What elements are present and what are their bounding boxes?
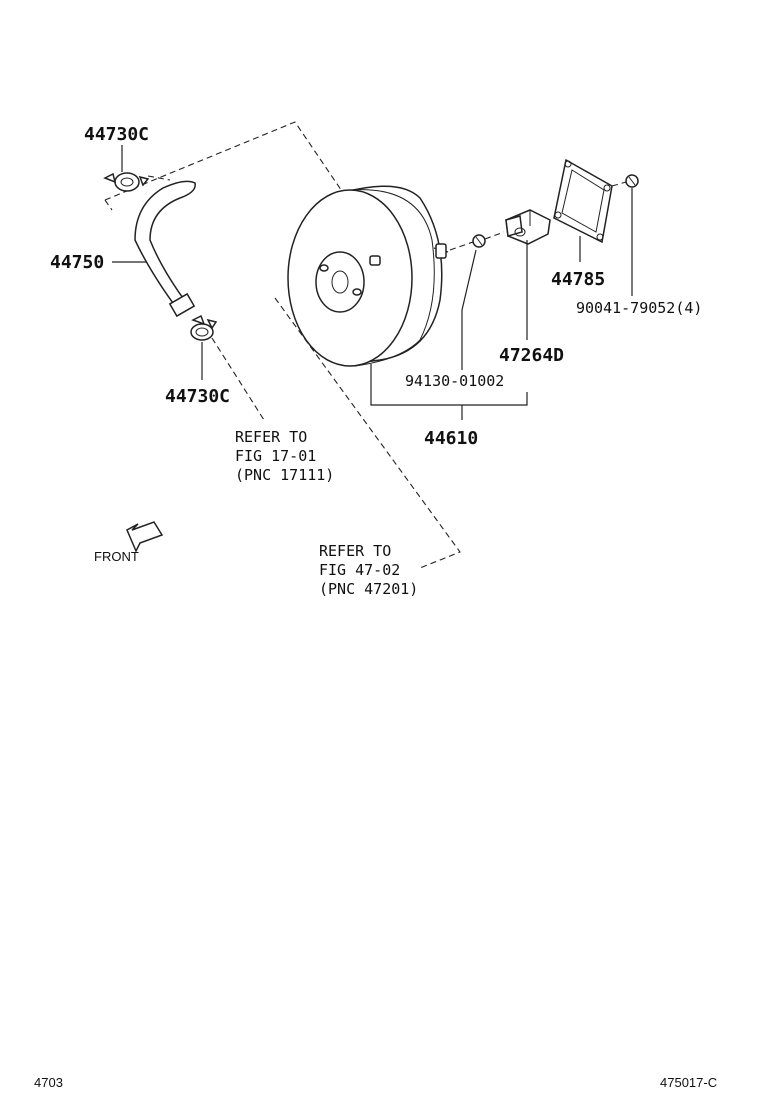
svg-text:REFER TO: REFER TO [235,428,307,446]
brake-booster [287,185,449,367]
svg-text:FIG 17-01: FIG 17-01 [235,447,316,465]
label-94130-01002: 94130-01002 [405,372,504,390]
label-44730C-bottom: 44730C [165,386,230,407]
label-90041-79052: 90041-79052(4) [576,299,702,317]
svg-text:(PNC 17111): (PNC 17111) [235,466,334,484]
svg-text:(PNC 47201): (PNC 47201) [319,580,418,598]
front-arrow-icon [126,521,164,553]
clevis [505,209,551,245]
vacuum-hose [134,180,196,318]
label-44730C-top: 44730C [84,124,149,145]
footer-illustration-code: 475017-C [660,1075,717,1090]
bolt-icon [611,174,639,188]
bottom-clamp [190,314,218,341]
footer-figure-number: 4703 [34,1075,63,1090]
nut-icon [449,231,505,251]
gasket [553,158,613,244]
leader-lines [112,145,633,420]
svg-text:FIG 47-02: FIG 47-02 [319,561,400,579]
label-47264D: 47264D [499,345,564,366]
front-label: FRONT [94,549,139,564]
top-clamp [103,172,150,192]
reference-note-1: REFER TO FIG 17-01 (PNC 17111) [235,428,334,484]
reference-outline [104,121,461,569]
svg-text:REFER TO: REFER TO [319,542,391,560]
reference-note-2: REFER TO FIG 47-02 (PNC 47201) [319,542,418,598]
label-44785: 44785 [551,269,605,290]
label-44750: 44750 [50,252,104,273]
label-44610: 44610 [424,428,478,449]
